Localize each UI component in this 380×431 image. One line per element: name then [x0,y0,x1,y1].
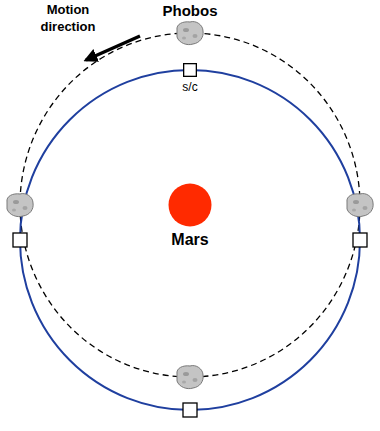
motion-arrow [86,36,140,60]
phobos-orbit [20,33,360,377]
mars-circle [168,183,212,227]
direction-label: Motion direction [32,2,104,36]
node-label: Phobos [163,2,218,19]
mars-node: Mars [168,183,212,249]
phobos-node: Phobos [163,2,218,47]
spacecraft-square [183,403,197,417]
node-label: s/c [182,81,197,95]
spacecraft-node: s/c [182,63,197,95]
phobos-figure [7,194,33,217]
phobos-figure [177,366,203,389]
spacecraft-square [183,63,197,77]
spacecraft-square [353,233,367,247]
phobos-figure [347,194,373,217]
spacecraft-square [13,233,27,247]
node-label: Mars [171,231,208,249]
phobos-figure [175,19,205,47]
spacecraft-orbit [20,70,360,410]
